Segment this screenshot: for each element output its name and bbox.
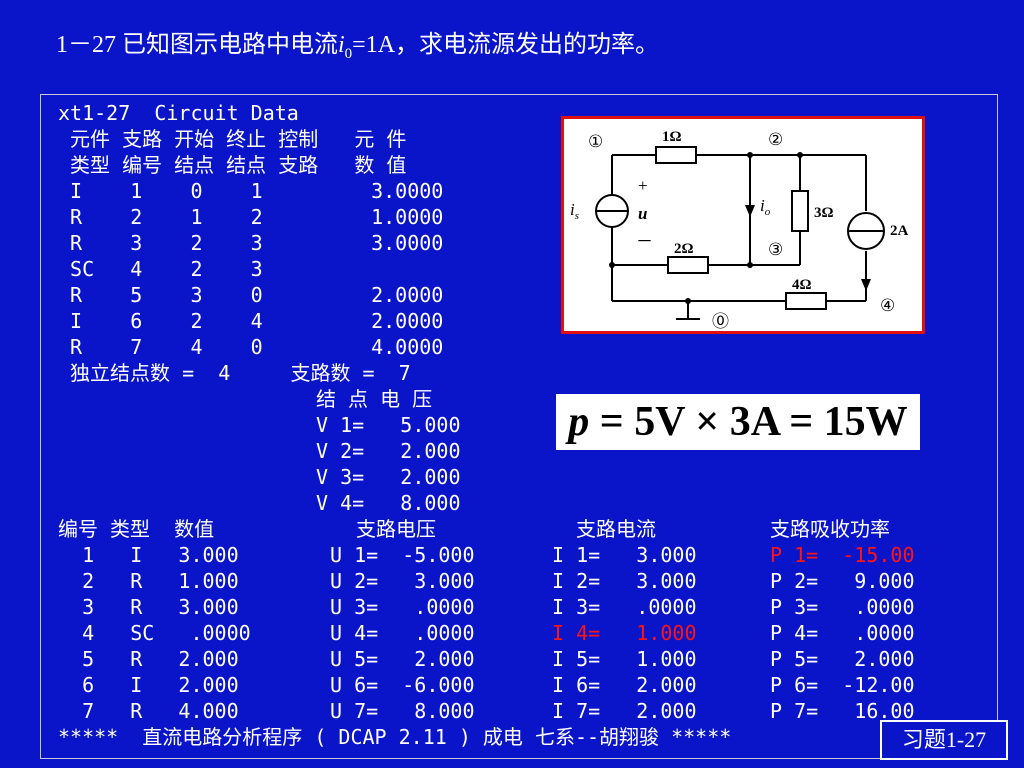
result-current: I 6= 2.000 (552, 673, 697, 697)
label-u: u (638, 204, 647, 223)
result-current: I 7= 2.000 (552, 699, 697, 723)
node-voltage-row: V 3= 2.000 (316, 465, 461, 489)
problem-title: 1－27 已知图示电路中电流i0=1A，求电流源发出的功率。 (56, 32, 660, 62)
result-power: P 4= .0000 (770, 621, 915, 645)
label-2a: 2A (890, 223, 909, 239)
result-voltage: U 4= .0000 (330, 621, 475, 645)
resistor-2ohm (667, 256, 709, 274)
result-current: I 5= 1.000 (552, 647, 697, 671)
result-header-power: 支路吸收功率 (770, 517, 890, 541)
result-power: P 3= .0000 (770, 595, 915, 619)
node-voltage-header: 结 点 电 压 (316, 387, 433, 411)
program-footer: ***** 直流电路分析程序 ( DCAP 2.11 ) 成电 七系--胡翔骏 … (58, 725, 732, 749)
label-1ohm: 1Ω (662, 129, 682, 145)
label-2ohm: 2Ω (674, 241, 694, 257)
circuit-data-row: R 3 2 3 3.0000 (58, 231, 444, 255)
power-formula: p = 5V × 3A = 15W (556, 394, 920, 450)
result-voltage: U 7= 8.000 (330, 699, 475, 723)
node-label-4: ④ (880, 296, 895, 315)
result-current: I 2= 3.000 (552, 569, 697, 593)
circuit-diagram: ① ② ③ ⓪ ④ 1Ω 2Ω 3Ω 4Ω is + u － io 2A (561, 116, 925, 334)
result-power: P 7= 16.00 (770, 699, 915, 723)
result-voltage: U 6= -6.000 (330, 673, 475, 697)
label-4ohm: 4Ω (792, 277, 812, 293)
node-voltage-row: V 2= 2.000 (316, 439, 461, 463)
circuit-data-summary: 独立结点数 = 4 支路数 = 7 (58, 361, 411, 385)
node-label-0: ⓪ (712, 312, 729, 331)
label-is: is (570, 200, 579, 222)
result-voltage: U 2= 3.000 (330, 569, 475, 593)
result-power-highlight: P 1= -15.00 (770, 543, 915, 567)
result-voltage: U 1= -5.000 (330, 543, 475, 567)
result-index: 7 R 4.000 (58, 699, 239, 723)
circuit-data-row: I 6 2 4 2.0000 (58, 309, 444, 333)
label-minus: － (636, 232, 653, 251)
circuit-data-header: xt1-27 Circuit Data (58, 101, 299, 125)
circuit-data-row: R 2 1 2 1.0000 (58, 205, 444, 229)
circuit-data-row: R 7 4 0 4.0000 (58, 335, 444, 359)
output-frame (40, 94, 998, 759)
result-index: 4 SC .0000 (58, 621, 251, 645)
label-plus: + (638, 176, 648, 195)
arrow-down-icon (861, 279, 871, 291)
result-power: P 2= 9.000 (770, 569, 915, 593)
result-current: I 3= .0000 (552, 595, 697, 619)
result-index: 3 R 3.000 (58, 595, 239, 619)
result-voltage: U 3= .0000 (330, 595, 475, 619)
result-index: 1 I 3.000 (58, 543, 239, 567)
circuit-svg: ① ② ③ ⓪ ④ 1Ω 2Ω 3Ω 4Ω is + u － io 2A (570, 129, 909, 331)
result-index: 5 R 2.000 (58, 647, 239, 671)
circuit-data-row: R 5 3 0 2.0000 (58, 283, 444, 307)
resistor-1ohm (655, 146, 697, 164)
resistor-3ohm (791, 190, 809, 232)
label-3ohm: 3Ω (814, 205, 834, 221)
circuit-data-row: I 1 0 1 3.0000 (58, 179, 444, 203)
circuit-data-colhead2: 类型 编号 结点 结点 支路 数 值 (58, 153, 407, 177)
resistor-4ohm (785, 292, 827, 310)
result-header-index: 编号 类型 数值 (58, 517, 215, 541)
result-header-voltage: 支路电压 (356, 517, 436, 541)
result-power: P 6= -12.00 (770, 673, 915, 697)
result-voltage: U 5= 2.000 (330, 647, 475, 671)
node-label-2: ② (768, 130, 783, 149)
node-label-1: ① (588, 132, 603, 151)
result-current: I 1= 3.000 (552, 543, 697, 567)
result-index: 6 I 2.000 (58, 673, 239, 697)
result-header-current: 支路电流 (576, 517, 656, 541)
circuit-data-colhead1: 元件 支路 开始 终止 控制 元 件 (58, 127, 407, 151)
arrow-down-icon (745, 205, 755, 217)
node-voltage-row: V 4= 8.000 (316, 491, 461, 515)
result-power: P 5= 2.000 (770, 647, 915, 671)
label-io: io (760, 196, 771, 218)
result-current-highlight: I 4= 1.000 (552, 621, 697, 645)
node-label-3: ③ (768, 240, 783, 259)
exercise-badge[interactable]: 习题1-27 (880, 720, 1008, 760)
circuit-data-row: SC 4 2 3 (58, 257, 263, 281)
result-index: 2 R 1.000 (58, 569, 239, 593)
node-voltage-row: V 1= 5.000 (316, 413, 461, 437)
